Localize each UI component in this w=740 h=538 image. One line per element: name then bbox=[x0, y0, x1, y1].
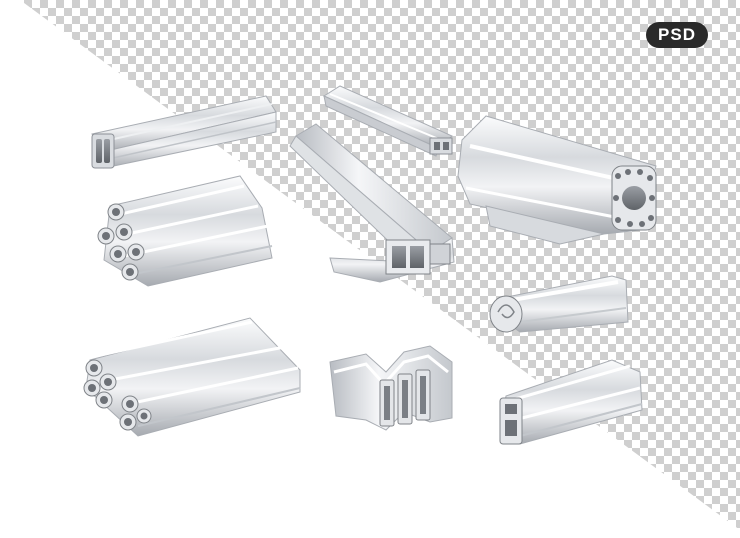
psd-badge: PSD bbox=[646, 22, 708, 48]
pipe-bundle-large bbox=[83, 317, 301, 437]
triple-rail-profile bbox=[91, 95, 277, 169]
rolled-sheet bbox=[489, 275, 629, 333]
square-tube-profile bbox=[289, 123, 455, 283]
zigzag-profile bbox=[329, 345, 453, 431]
pipe-bundle-small bbox=[97, 175, 273, 287]
multi-hole-profile bbox=[457, 115, 657, 245]
thin-rail-profile bbox=[322, 85, 453, 157]
stepped-rail-profile bbox=[499, 359, 643, 445]
